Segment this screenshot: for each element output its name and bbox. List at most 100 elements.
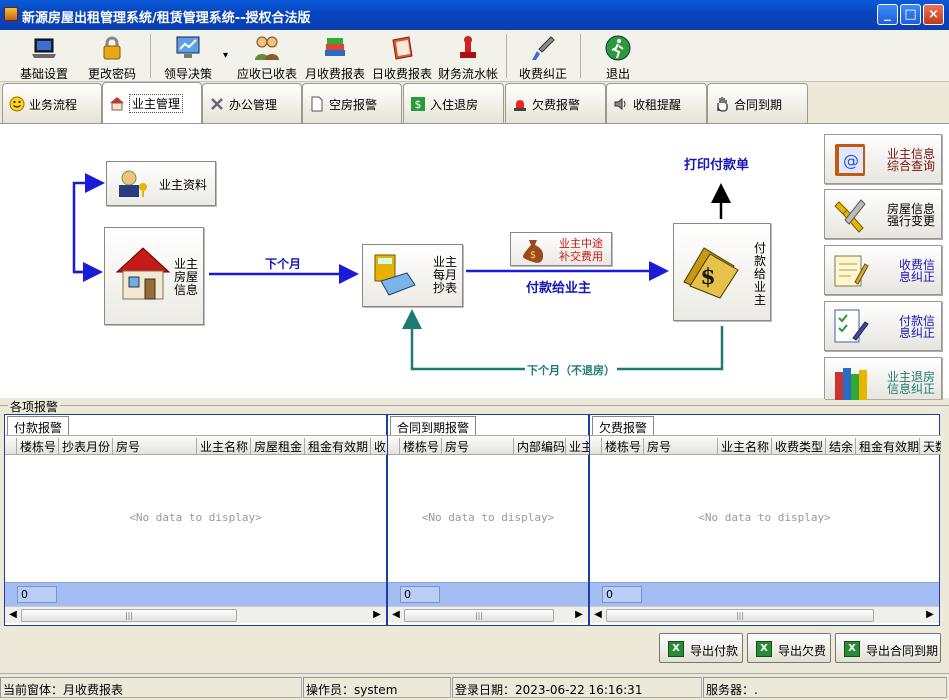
export-arrears-button[interactable]: X 导出欠费 xyxy=(747,633,831,663)
maximize-button[interactable]: □ xyxy=(900,4,921,25)
scroll-right-icon[interactable]: ▶ xyxy=(575,609,583,620)
toolbar-monthly-report-button[interactable]: 月收费报表 xyxy=(303,32,367,81)
money-bag-icon: $ xyxy=(522,240,544,263)
horizontal-scrollbar[interactable]: ◀ ||| ▶ xyxy=(388,606,588,623)
tab-owner-management[interactable]: 业主管理 xyxy=(102,82,202,124)
column-header[interactable]: 收费类型 xyxy=(772,438,826,454)
toolbar-change-password-button[interactable]: 更改密码 xyxy=(82,32,142,81)
column-header[interactable]: 房屋租金 xyxy=(251,438,305,454)
column-header[interactable]: 楼栋号 xyxy=(602,438,644,454)
pay-owner-node[interactable]: $ 付 款 给 业 主 xyxy=(673,223,771,321)
row-count: 0 xyxy=(400,586,440,603)
column-header[interactable]: 房号 xyxy=(442,438,514,454)
monitor-chart-icon xyxy=(176,36,200,58)
print-slip-label[interactable]: 打印付款单 xyxy=(684,158,750,173)
tab-office-management[interactable]: 办公管理 xyxy=(202,83,302,123)
horizontal-scrollbar[interactable]: ◀ ||| ▶ xyxy=(590,606,939,623)
toolbar-separator xyxy=(150,34,151,78)
payment-info-correction-button[interactable]: 付款信 息纠正 xyxy=(824,301,942,351)
email-book-icon: @ xyxy=(835,144,865,176)
export-contract-expiry-button[interactable]: X 导出合同到期 xyxy=(835,633,941,663)
scroll-left-icon[interactable]: ◀ xyxy=(9,609,17,620)
column-header[interactable]: 租金有效期 xyxy=(305,438,371,454)
scroll-left-icon[interactable]: ◀ xyxy=(594,609,602,620)
svg-text:$: $ xyxy=(530,250,536,261)
status-current-window: 当前窗体：月收费报表 xyxy=(0,677,302,698)
scroll-right-icon[interactable]: ▶ xyxy=(373,609,381,620)
row-indicator-header xyxy=(590,438,602,454)
toolbar-daily-report-button[interactable]: 日收费报表 xyxy=(370,32,434,81)
owner-info-query-button[interactable]: @ 业主信息 综合查询 xyxy=(824,134,942,184)
books-icon xyxy=(325,38,345,56)
close-button[interactable]: × xyxy=(923,4,944,25)
tab-label: 收租提醒 xyxy=(633,98,682,112)
column-header[interactable]: 内部编码 xyxy=(514,438,566,454)
status-operator: 操作员：system xyxy=(303,677,451,698)
scroll-thumb[interactable]: ||| xyxy=(21,609,237,622)
tab-checkin-checkout[interactable]: $ 入住退房 xyxy=(403,83,504,123)
horizontal-scrollbar[interactable]: ◀ ||| ▶ xyxy=(5,606,386,623)
column-header[interactable]: 房号 xyxy=(113,438,197,454)
payment-alarm-tab[interactable]: 付款报警 xyxy=(7,416,70,435)
scroll-thumb[interactable]: ||| xyxy=(404,609,554,622)
house-info-label: 业主 房屋 信息 xyxy=(174,257,199,297)
side-button-label: 收费信 息纠正 xyxy=(898,258,935,284)
house-info-change-button[interactable]: 房屋信息 强行变更 xyxy=(824,189,942,239)
column-header[interactable]: 收 xyxy=(374,440,387,454)
panel-footer: 0 xyxy=(388,582,588,606)
tab-contract-expiry[interactable]: 合同到期 xyxy=(707,83,808,123)
column-header[interactable]: 房号 xyxy=(644,438,718,454)
toolbar-exit-button[interactable]: 退出 xyxy=(596,32,640,81)
column-header[interactable]: 业主名称 xyxy=(197,438,251,454)
books-stack-icon xyxy=(835,368,867,400)
tab-label: 业主管理 xyxy=(129,94,184,113)
monthly-reading-node[interactable]: 业主 每月 抄表 xyxy=(362,244,463,307)
toolbar-label: 财务流水帐 xyxy=(437,67,498,81)
row-indicator-header xyxy=(5,438,17,454)
export-payment-button[interactable]: X 导出付款 xyxy=(659,633,743,663)
tab-arrears-alarm[interactable]: 欠费报警 xyxy=(505,83,606,123)
column-header[interactable]: 天数 xyxy=(923,440,941,454)
scroll-thumb[interactable]: ||| xyxy=(606,609,874,622)
owner-info-node[interactable]: 业主资料 xyxy=(106,161,216,206)
tab-label: 入住退房 xyxy=(430,98,479,112)
column-header[interactable]: 业主 xyxy=(569,440,590,454)
row-indicator-header xyxy=(388,438,400,454)
tab-business-flow[interactable]: 业务流程 xyxy=(2,83,102,123)
column-header[interactable]: 楼栋号 xyxy=(17,438,59,454)
toolbar-fee-correction-button[interactable]: 收费纠正 xyxy=(514,32,572,81)
dropdown-arrow-icon[interactable]: ▾ xyxy=(223,50,229,61)
arrears-alarm-tab[interactable]: 欠费报警 xyxy=(592,416,655,435)
owner-checkout-correction-button[interactable]: 业主退房 信息纠正 xyxy=(824,357,942,400)
cash-icon: $ xyxy=(683,247,739,299)
contract-expiry-alarm-header: 楼栋号 房号 内部编码 业主 xyxy=(388,435,590,455)
svg-text:@: @ xyxy=(843,151,859,170)
toolbar-receivable-button[interactable]: 应收已收表 xyxy=(234,32,300,81)
pay-owner-node-label: 付 款 给 业 主 xyxy=(754,241,767,307)
toolbar-label: 收费纠正 xyxy=(518,67,567,81)
toolbar-label: 月收费报表 xyxy=(304,67,365,81)
tab-rent-reminder[interactable]: 收租提醒 xyxy=(606,83,707,123)
fee-info-correction-button[interactable]: 收费信 息纠正 xyxy=(824,245,942,295)
exit-icon xyxy=(605,35,631,61)
toolbar-basic-settings-button[interactable]: 基础设置 xyxy=(14,32,74,81)
column-header[interactable]: 抄表月份 xyxy=(59,438,113,454)
scroll-right-icon[interactable]: ▶ xyxy=(926,609,934,620)
house-info-node[interactable]: 业主 房屋 信息 xyxy=(104,227,204,325)
column-header[interactable]: 结余 xyxy=(826,438,856,454)
toolbar-decision-button[interactable]: 领导决策 xyxy=(158,32,218,81)
toolbar-ledger-button[interactable]: 财务流水帐 xyxy=(436,32,500,81)
contract-expiry-alarm-tab[interactable]: 合同到期报警 xyxy=(390,416,477,435)
checklist-icon xyxy=(834,309,869,343)
column-header[interactable]: 楼栋号 xyxy=(400,438,442,454)
tools-icon xyxy=(211,98,223,110)
column-header[interactable]: 租金有效期 xyxy=(856,438,920,454)
export-button-label: 导出合同到期 xyxy=(866,644,939,658)
tab-vacancy-alarm[interactable]: 空房报警 xyxy=(302,83,402,123)
mid-fee-node[interactable]: $ 业主中途 补交费用 xyxy=(510,232,612,266)
document-icon xyxy=(311,96,323,112)
status-login-date: 登录日期：2023-06-22 16:16:31 xyxy=(452,677,702,698)
minimize-button[interactable]: _ xyxy=(877,4,898,25)
column-header[interactable]: 业主名称 xyxy=(718,438,772,454)
scroll-left-icon[interactable]: ◀ xyxy=(392,609,400,620)
